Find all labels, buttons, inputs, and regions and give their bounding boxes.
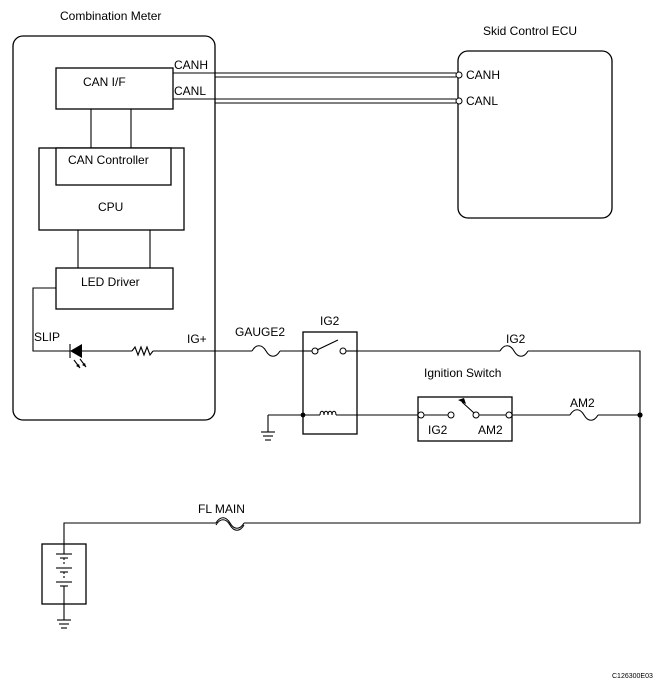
slip-label: SLIP	[34, 330, 60, 344]
canh-ecu-label: CANH	[466, 68, 500, 82]
ig2-fuse-to-bus-wire	[528, 350, 641, 415]
am2-fuse-icon	[569, 409, 599, 421]
can-if-block	[55, 67, 174, 110]
canl-ecu-terminal	[455, 97, 463, 105]
skid-control-ecu-box	[457, 50, 613, 219]
fl-main-to-battery-wire	[63, 522, 216, 544]
switch-ig2-label: IG2	[428, 423, 448, 437]
can-if-label: CAN I/F	[83, 75, 126, 89]
gauge2-fuse-icon	[251, 345, 281, 357]
led-driver-label: LED Driver	[81, 275, 140, 289]
can-controller-label: CAN Controller	[68, 153, 149, 167]
slip-led-icon	[69, 344, 132, 369]
cpu-label: CPU	[98, 200, 123, 214]
canl-meter-label: CANL	[174, 84, 206, 98]
combination-meter-label: Combination Meter	[60, 9, 161, 23]
switch-ig2-outer-terminal	[417, 411, 425, 419]
canh-ecu-terminal	[455, 71, 463, 79]
switch-ig2-contact	[447, 411, 455, 419]
figure-code: C126300E03	[612, 673, 653, 680]
ig-plus-label: IG+	[187, 332, 207, 346]
junction-to-fl-main-wire	[244, 415, 641, 524]
ig2-fuse-label: IG2	[506, 332, 526, 346]
relay-contact-blade	[316, 339, 339, 351]
ig2-fuse-icon	[499, 345, 529, 357]
canl-ecu-label: CANL	[466, 94, 498, 108]
ig2-relay-label: IG2	[320, 314, 340, 328]
led-driver-to-slip-wire	[32, 287, 70, 352]
fl-main-label: FL MAIN	[198, 502, 245, 516]
relay-contact-terminal-left	[311, 347, 319, 355]
relay-coil-icon	[319, 410, 337, 416]
can-controller-block	[55, 147, 172, 186]
ground-icon	[261, 431, 275, 441]
switch-key-icon	[458, 398, 466, 404]
ig2-relay-box	[302, 331, 358, 435]
am2-fuse-label: AM2	[570, 396, 595, 410]
fl-main-fusible-link-icon	[215, 517, 245, 531]
skid-control-ecu-label: Skid Control ECU	[483, 24, 577, 38]
gauge2-label: GAUGE2	[235, 325, 285, 339]
relay-ground-junction	[300, 412, 306, 418]
switch-blade	[461, 401, 475, 414]
battery-ground-icon	[57, 619, 71, 629]
relay-contact-terminal-right	[339, 347, 347, 355]
canh-meter-label: CANH	[174, 58, 208, 72]
switch-am2-outer-terminal	[505, 411, 513, 419]
ignition-switch-label: Ignition Switch	[424, 366, 501, 380]
resistor-icon	[131, 345, 154, 357]
battery-icon	[56, 544, 72, 604]
switch-am2-label: AM2	[478, 423, 503, 437]
